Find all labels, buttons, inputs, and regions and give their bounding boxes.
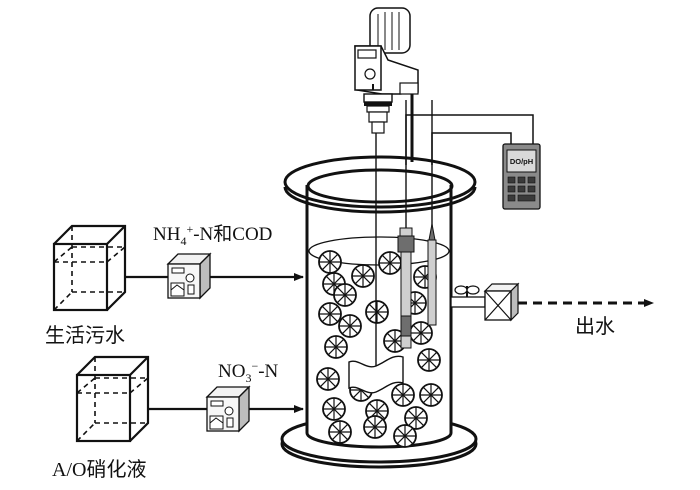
feed-line-nitrate: NO3−-N xyxy=(148,359,304,432)
domestic-sewage-label: 生活污水 xyxy=(45,324,125,347)
outlet-assembly: 出水 xyxy=(450,282,654,338)
outlet-flowmeter-icon xyxy=(483,282,520,322)
carrier xyxy=(419,383,443,407)
feed-line-ammonia-cod: NH4+-N和COD xyxy=(125,222,304,299)
carrier xyxy=(363,415,387,439)
carrier xyxy=(324,335,348,359)
carrier xyxy=(378,251,402,275)
carrier xyxy=(417,348,441,372)
peristaltic-pump-2 xyxy=(206,386,250,432)
impeller xyxy=(348,355,404,394)
effluent-label: 出水 xyxy=(575,315,615,338)
carrier xyxy=(333,283,357,307)
do-ph-meter: DO/pH xyxy=(502,143,541,210)
carrier xyxy=(318,250,342,274)
domestic-sewage-tank: 生活污水 xyxy=(45,224,127,347)
feed-1-label: NH4+-N和COD xyxy=(153,222,272,248)
stirrer-shaft xyxy=(348,133,404,394)
carrier xyxy=(338,314,362,338)
carrier xyxy=(318,302,342,326)
carrier xyxy=(328,420,352,444)
peristaltic-pump-1 xyxy=(167,253,211,299)
feed-2-label: NO3−-N xyxy=(218,359,279,385)
carrier xyxy=(365,300,389,324)
probe-cables xyxy=(405,114,534,165)
carrier xyxy=(393,424,417,448)
carrier xyxy=(351,264,375,288)
meter-display-label: DO/pH xyxy=(510,157,533,166)
ao-nitrification-label: A/O硝化液 xyxy=(52,458,146,481)
reactor-top-flange xyxy=(283,155,477,214)
overhead-stirrer xyxy=(354,7,419,162)
ao-nitrification-tank: A/O硝化液 xyxy=(52,355,150,481)
outlet-valve-icon xyxy=(454,285,480,297)
carrier xyxy=(391,383,415,407)
carrier xyxy=(322,397,346,421)
carrier xyxy=(316,367,340,391)
